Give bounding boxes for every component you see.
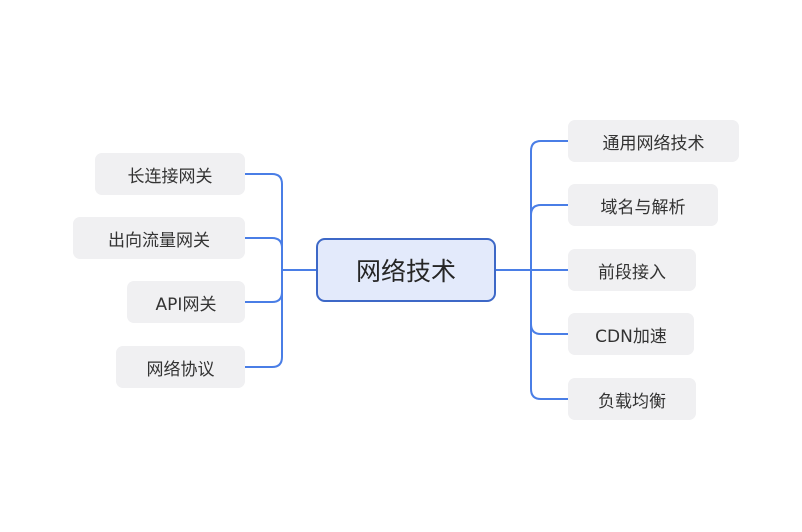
root-node[interactable]: 网络技术 <box>316 238 496 302</box>
node-domain-resolution[interactable]: 域名与解析 <box>568 184 718 226</box>
node-long-connection-gateway[interactable]: 长连接网关 <box>95 153 245 195</box>
node-load-balancing[interactable]: 负载均衡 <box>568 378 696 420</box>
connector-right-0 <box>530 140 569 271</box>
connector-left-1 <box>244 237 283 271</box>
connector-right-3 <box>530 269 569 335</box>
connector-right-4 <box>530 269 569 400</box>
node-frontend-access[interactable]: 前段接入 <box>568 249 696 291</box>
node-general-network-tech[interactable]: 通用网络技术 <box>568 120 739 162</box>
connector-left-2 <box>244 269 283 303</box>
node-cdn-acceleration[interactable]: CDN加速 <box>568 313 694 355</box>
node-network-protocol[interactable]: 网络协议 <box>116 346 245 388</box>
node-api-gateway[interactable]: API网关 <box>127 281 245 323</box>
connector-left-0 <box>244 173 283 271</box>
node-egress-traffic-gateway[interactable]: 出向流量网关 <box>73 217 245 259</box>
connector-right-1 <box>530 204 569 271</box>
connector-left-3 <box>244 269 283 368</box>
